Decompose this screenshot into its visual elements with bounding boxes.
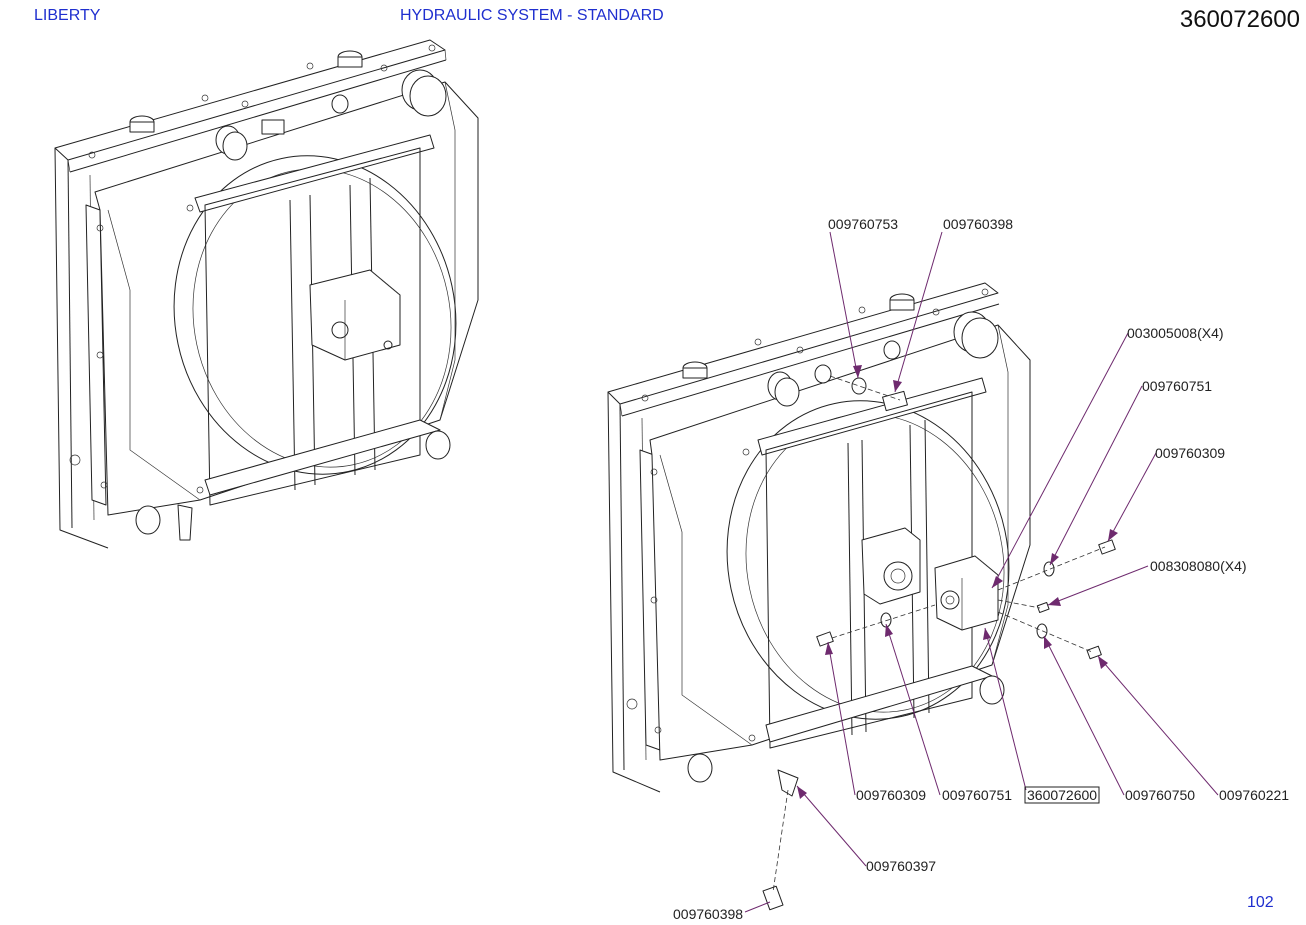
callout-003005008: 003005008(X4) [1127, 325, 1224, 341]
cooler-assembly-overview [54, 39, 479, 549]
cooler-assembly-exploded [607, 282, 1116, 911]
leader-lines [744, 231, 1219, 913]
callout-008308080: 008308080(X4) [1150, 558, 1247, 574]
callout-box [1024, 786, 1100, 804]
callout-009760398-top: 009760398 [943, 216, 1013, 232]
document-number: 360072600 [1179, 6, 1300, 33]
system-title: HYDRAULIC SYSTEM - STANDARD [400, 7, 664, 24]
callout-360072600: 360072600 [1027, 787, 1097, 803]
callout-009760309-bottom: 009760309 [856, 787, 926, 803]
callout-009760750: 009760750 [1125, 787, 1195, 803]
callout-009760309-top: 009760309 [1155, 445, 1225, 461]
callout-009760753: 009760753 [828, 216, 898, 232]
callout-009760751-top: 009760751 [1142, 378, 1212, 394]
callout-009760751-bottom: 009760751 [942, 787, 1012, 803]
page-number: 102 [1247, 894, 1274, 911]
callout-labels: 009760753 009760398 003005008(X4) 009760… [673, 216, 1289, 922]
brand-label: LIBERTY [34, 7, 101, 24]
callout-009760221: 009760221 [1219, 787, 1289, 803]
callout-009760398-bottom: 009760398 [673, 906, 743, 922]
callout-009760397: 009760397 [866, 858, 936, 874]
